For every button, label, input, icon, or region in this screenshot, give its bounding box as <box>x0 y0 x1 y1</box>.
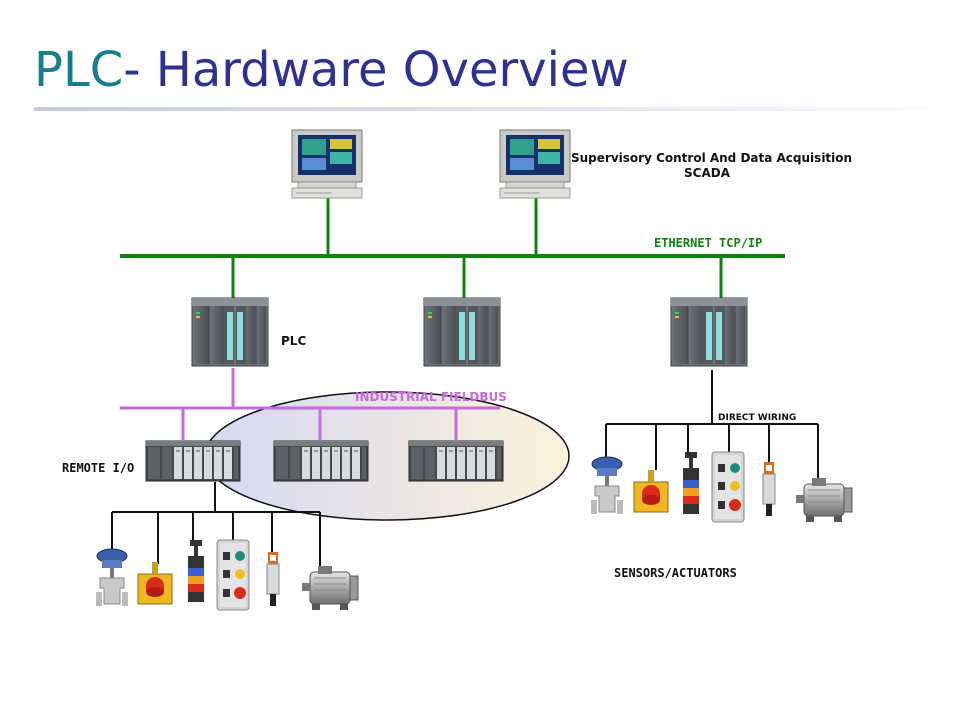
emergency-stop-icon <box>633 469 669 513</box>
fieldbus-label: INDUSTRIAL FIELDBUS <box>355 390 507 404</box>
plc-rack-2 <box>423 297 501 367</box>
sensors-actuators-label: SENSORS/ACTUATORS <box>614 566 737 580</box>
control-station-icon <box>216 539 250 611</box>
scada-label-line1: Supervisory Control And Data Acquisition <box>571 151 853 165</box>
remote-io-wiring <box>111 482 321 570</box>
direct-wiring-label: DIRECT WIRING <box>718 413 797 423</box>
signal-tower-icon <box>188 540 204 602</box>
scada-workstation-1 <box>291 129 363 199</box>
plc-label: PLC <box>281 334 307 348</box>
electric-motor-icon <box>301 565 359 611</box>
remote-io-label: REMOTE I/O <box>62 461 135 475</box>
title-underline <box>34 107 960 111</box>
proximity-sensor-icon <box>762 461 776 517</box>
remote-io-rack-3 <box>408 440 504 482</box>
control-valve-icon <box>95 548 129 607</box>
plc-rack-3 <box>670 297 748 367</box>
scada-label-line2: SCADA <box>684 166 730 180</box>
plc-rack-1 <box>191 297 269 367</box>
scada-workstation-2 <box>499 129 571 199</box>
signal-tower-icon <box>683 452 699 514</box>
direct-wiring <box>605 370 819 480</box>
electric-motor-icon <box>795 477 853 523</box>
title-rest: - Hardware Overview <box>123 42 629 98</box>
remote-io-rack-2 <box>273 440 369 482</box>
remote-io-highlight-ellipse <box>204 391 570 521</box>
slide-title: PLC- Hardware Overview <box>34 40 629 100</box>
remote-io-rack-1 <box>145 440 241 482</box>
ethernet-label: ETHERNET TCP/IP <box>654 236 763 250</box>
control-valve-icon <box>590 456 624 515</box>
proximity-sensor-icon <box>266 551 280 607</box>
title-plc: PLC <box>34 42 124 98</box>
control-station-icon <box>711 451 745 523</box>
emergency-stop-icon <box>137 561 173 605</box>
